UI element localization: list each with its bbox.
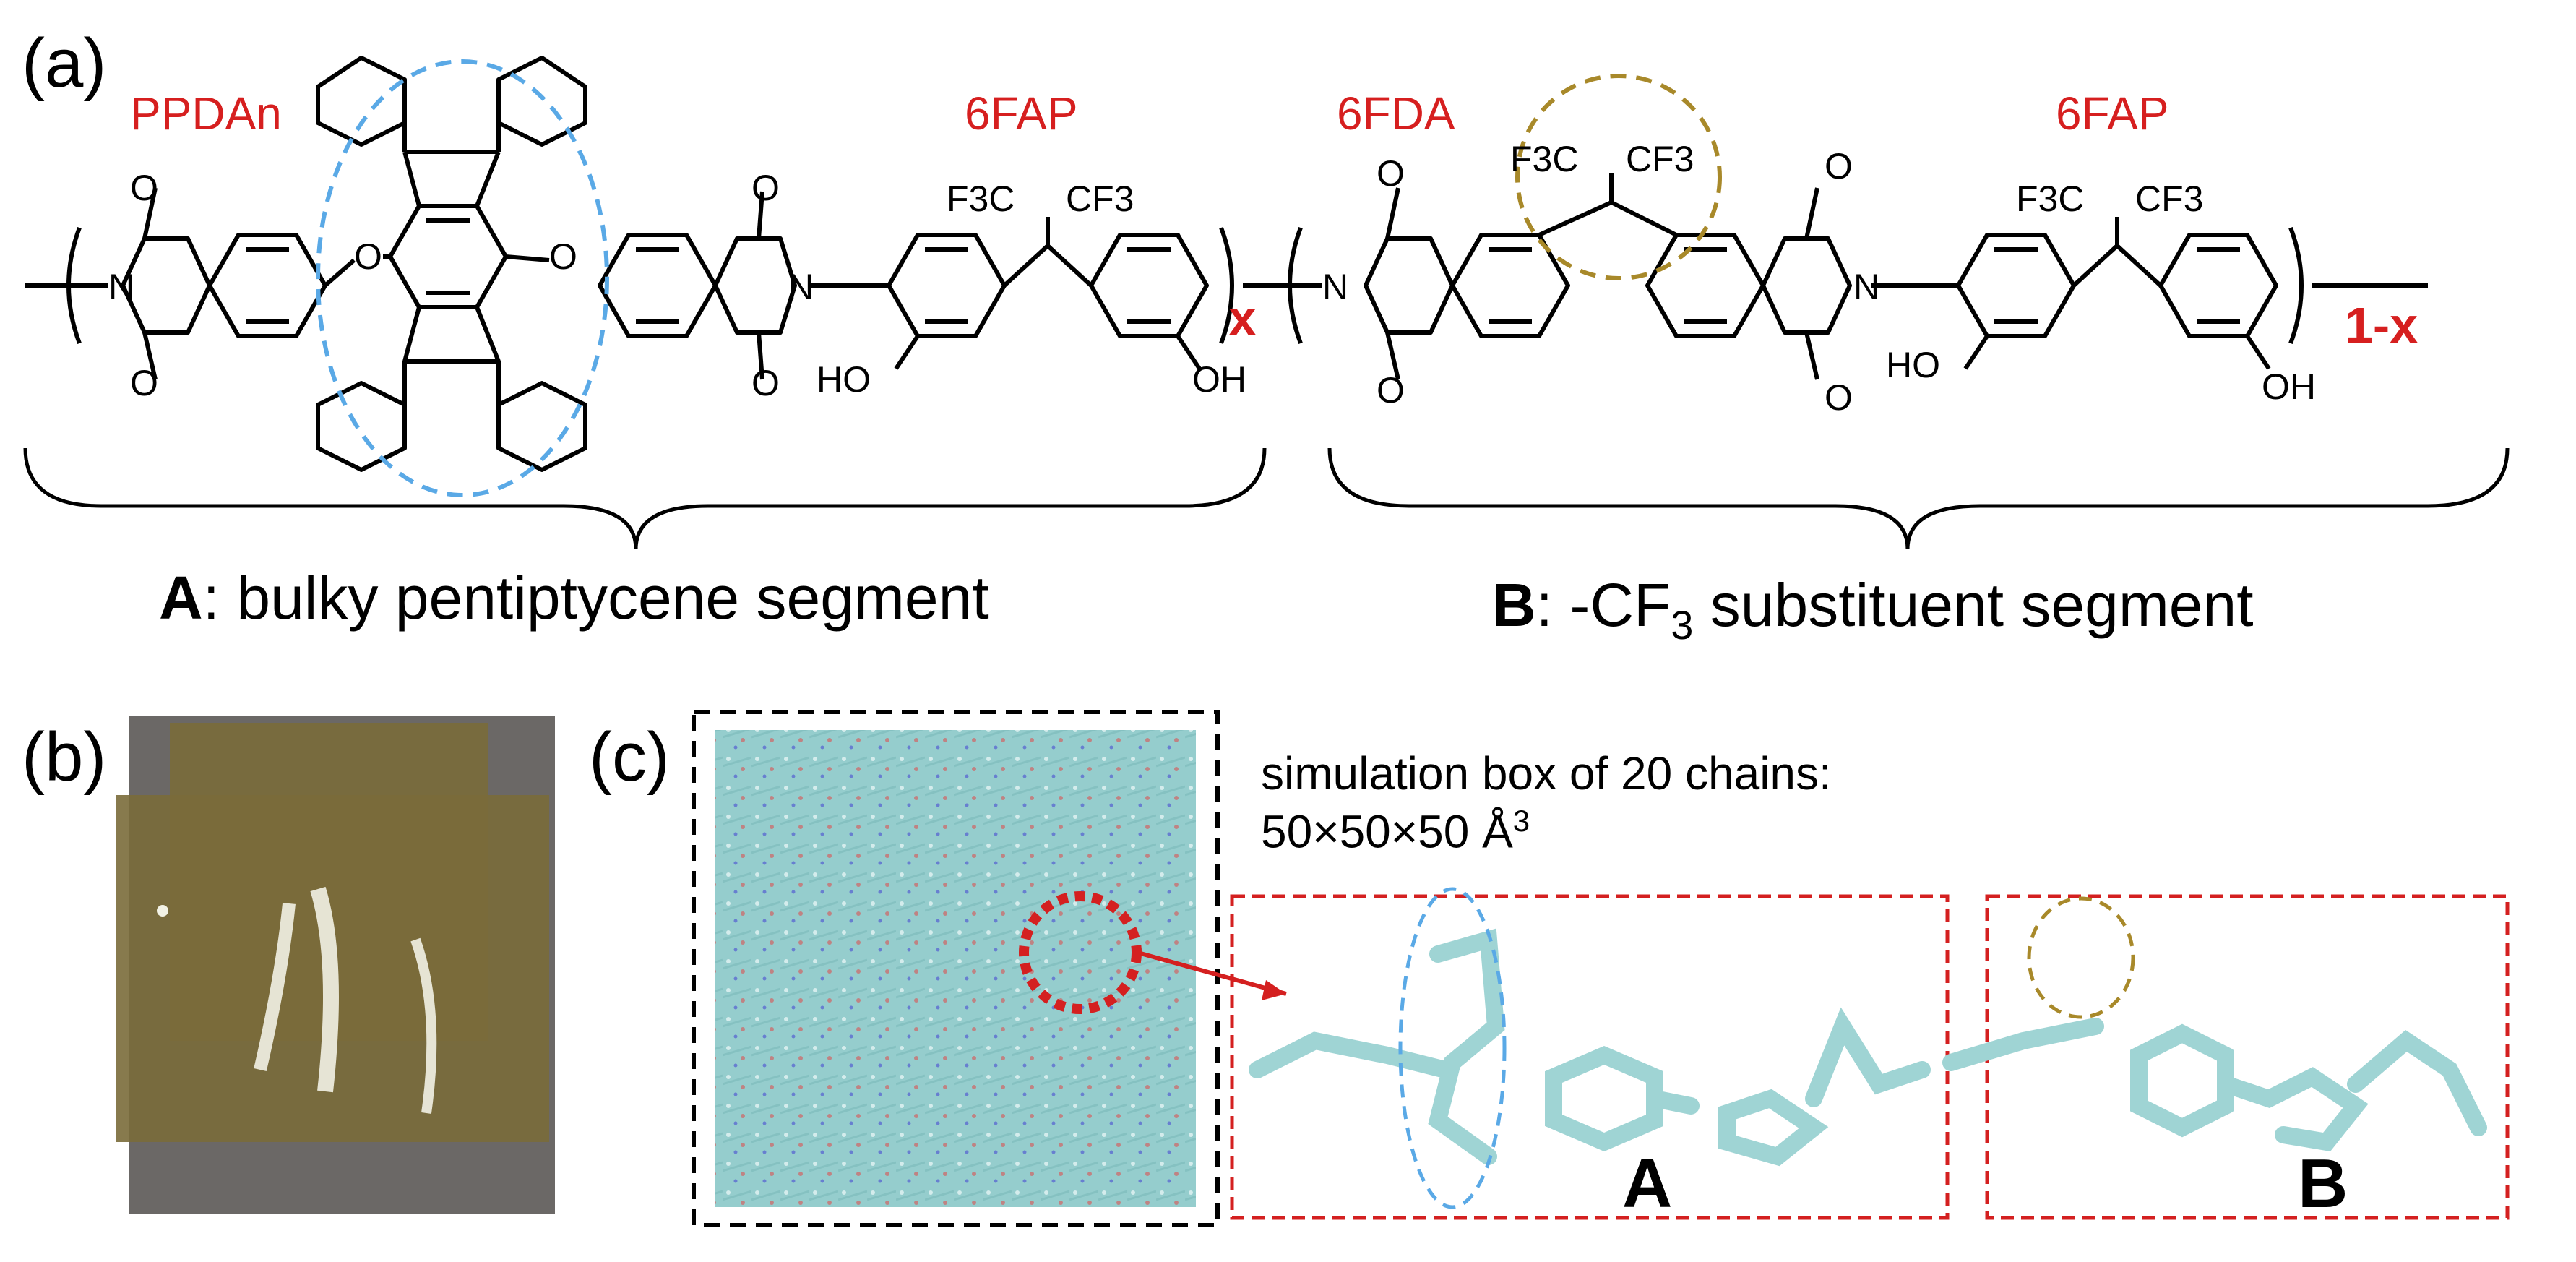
zoom-region-circle	[1019, 891, 1142, 1014]
simulation-line-1: simulation box of 20 chains:	[1261, 747, 1832, 799]
panel-label-b: (b)	[22, 718, 107, 796]
atom-cf3-3: CF3	[2135, 179, 2204, 219]
structure-bonds	[25, 56, 2428, 472]
segment-b-caption: B: -CF3 substituent segment	[1492, 575, 2254, 645]
stick-model-a	[1249, 928, 1931, 1167]
atom-o-7: O	[1825, 146, 1853, 186]
brace-segment-a	[23, 447, 1267, 550]
simulation-description: simulation box of 20 chains: 50×50×50 Å3	[1261, 744, 1832, 860]
segment-b-text-post: substituent segment	[1693, 571, 2254, 639]
atom-oh-1: OH	[1192, 359, 1246, 400]
zoom-label-a: A	[1622, 1145, 1673, 1222]
atom-f3c-1: F3C	[947, 179, 1015, 219]
atom-f3c-3: F3C	[2016, 179, 2085, 219]
atom-o-6: O	[1377, 370, 1405, 411]
atom-cf3-2: CF3	[1626, 139, 1694, 179]
atom-f3c-2: F3C	[1510, 139, 1579, 179]
atom-o-2: O	[130, 363, 158, 403]
simulation-line-2-sup: 3	[1512, 804, 1530, 838]
highlight-cf3	[1515, 74, 1722, 280]
highlight-cf3-3d	[2027, 896, 2135, 1019]
simulation-box-texture	[715, 730, 1196, 1207]
simulation-line-2-text: 50×50×50 Å	[1261, 805, 1513, 858]
atom-o-1: O	[130, 168, 158, 208]
atom-o-4: O	[751, 363, 780, 403]
panel-label-a: (a)	[22, 25, 107, 102]
monomer-ppdan: PPDAn	[130, 87, 282, 139]
atom-o-ether-1: O	[354, 236, 382, 277]
film-photo	[116, 716, 555, 1214]
simulation-box-frame	[692, 710, 1220, 1227]
subscript-one-minus-x: 1-x	[2345, 297, 2418, 353]
atom-o-3: O	[751, 168, 780, 208]
atom-n-1: N	[108, 267, 135, 307]
brace-segment-b	[1327, 447, 2510, 550]
segment-a-text: : bulky pentiptycene segment	[202, 564, 989, 632]
simulation-line-2: 50×50×50 Å3	[1261, 802, 1832, 860]
zoom-label-b: B	[2298, 1145, 2348, 1222]
zoom-arrow	[1137, 950, 1287, 996]
atom-ho-2: HO	[1886, 345, 1940, 385]
atom-n-2: N	[788, 267, 814, 307]
segment-a-letter: A	[159, 564, 203, 632]
segment-a-caption: A: bulky pentiptycene segment	[159, 567, 989, 628]
subscript-x: x	[1228, 290, 1257, 346]
atom-o-5: O	[1377, 153, 1405, 194]
segment-b-text-sub: 3	[1671, 601, 1694, 648]
atom-ho-1: HO	[817, 359, 871, 400]
atom-n-3: N	[1322, 267, 1349, 307]
highlight-pentiptycene-3d	[1398, 887, 1507, 1209]
monomer-6fda: 6FDA	[1337, 87, 1455, 139]
segment-b-text-pre: : -CF	[1535, 571, 1671, 639]
atom-oh-2: OH	[2262, 366, 2316, 407]
atom-cf3-1: CF3	[1066, 179, 1134, 219]
segment-b-letter: B	[1492, 571, 1536, 639]
panel-label-c: (c)	[589, 718, 670, 796]
atom-n-4: N	[1853, 267, 1880, 307]
atom-o-ether-2: O	[549, 236, 577, 277]
atom-o-8: O	[1825, 377, 1853, 418]
monomer-6fap-2: 6FAP	[2056, 87, 2169, 139]
highlight-pentiptycene	[316, 59, 609, 497]
stick-model-b	[1942, 1018, 2487, 1151]
monomer-6fap-1: 6FAP	[965, 87, 1078, 139]
